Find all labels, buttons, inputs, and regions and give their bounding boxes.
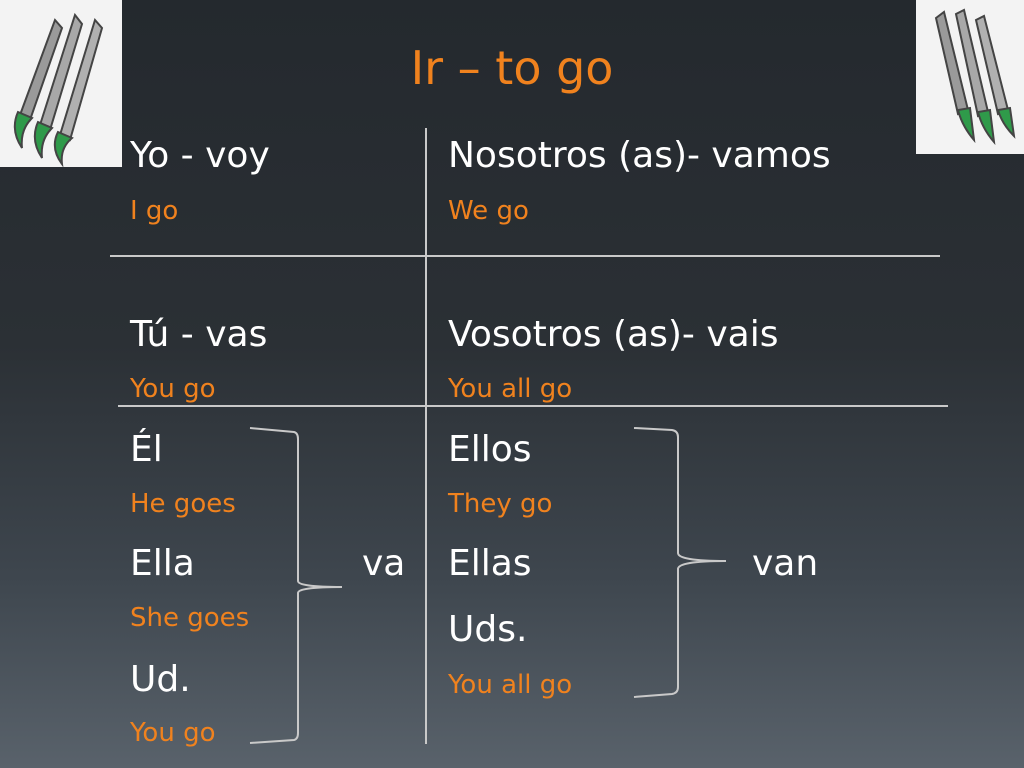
claw-marks-icon [0, 0, 122, 167]
vosotros-form: Vosotros (as)- vais [448, 314, 779, 355]
brace-left [249, 427, 343, 744]
uds-form: Uds. [448, 609, 528, 650]
tu-translation: You go [130, 374, 216, 404]
uds-translation: You all go [448, 670, 573, 700]
brace-right [633, 427, 727, 698]
tu-form: Tú - vas [130, 314, 268, 355]
ellos-form: Ellos [448, 429, 532, 470]
ellas-form: Ellas [448, 543, 532, 584]
nosotros-translation: We go [448, 196, 529, 226]
yo-form: Yo - voy [130, 135, 270, 176]
vosotros-translation: You all go [448, 374, 573, 404]
slide-title: Ir – to go [410, 41, 614, 95]
ellos-translation: They go [448, 489, 553, 519]
ud-form: Ud. [130, 659, 191, 700]
yo-translation: I go [130, 196, 179, 226]
grid-horizontal-divider-top [110, 255, 940, 257]
el-form: Él [130, 429, 163, 470]
va-conjugation: va [362, 543, 406, 584]
nosotros-form: Nosotros (as)- vamos [448, 135, 831, 176]
ella-translation: She goes [130, 603, 250, 633]
claw-marks-icon [916, 0, 1024, 154]
ud-translation: You go [130, 718, 216, 748]
ella-form: Ella [130, 543, 195, 584]
el-translation: He goes [130, 489, 236, 519]
grid-vertical-divider [425, 128, 427, 744]
grid-horizontal-divider-middle [118, 405, 948, 407]
van-conjugation: van [752, 543, 819, 584]
